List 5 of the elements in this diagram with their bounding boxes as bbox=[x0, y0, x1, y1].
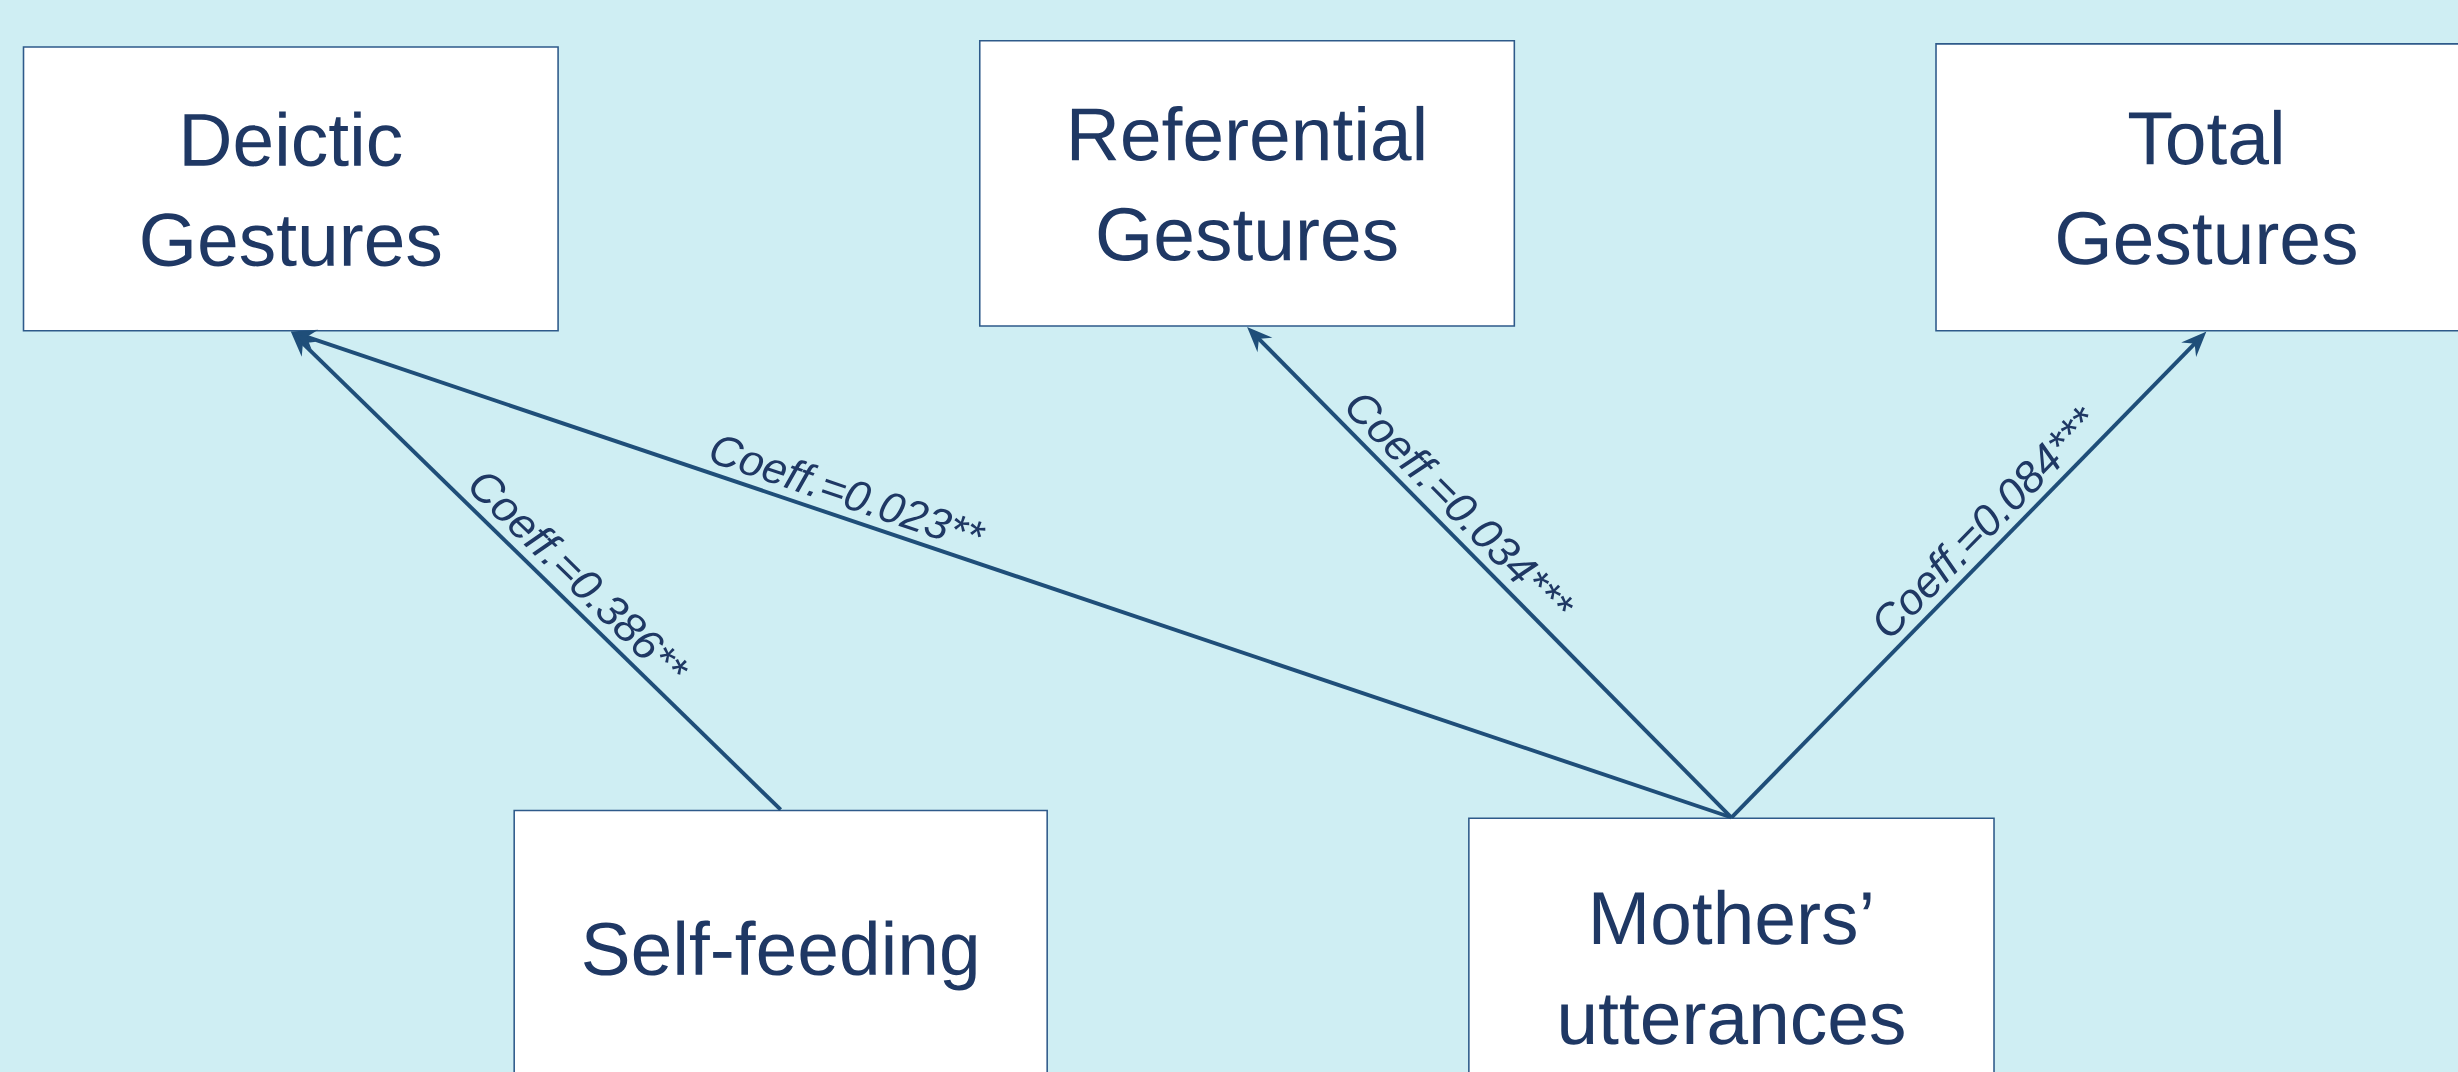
text-box: Deictic Gestures bbox=[22, 46, 559, 332]
text-box: Referential Gestures bbox=[978, 39, 1516, 327]
text-box: Total Gestures bbox=[1935, 43, 2458, 332]
text-box: Self-feeding bbox=[513, 809, 1048, 1072]
text-box: Mothers’ utterances bbox=[1468, 817, 1995, 1072]
